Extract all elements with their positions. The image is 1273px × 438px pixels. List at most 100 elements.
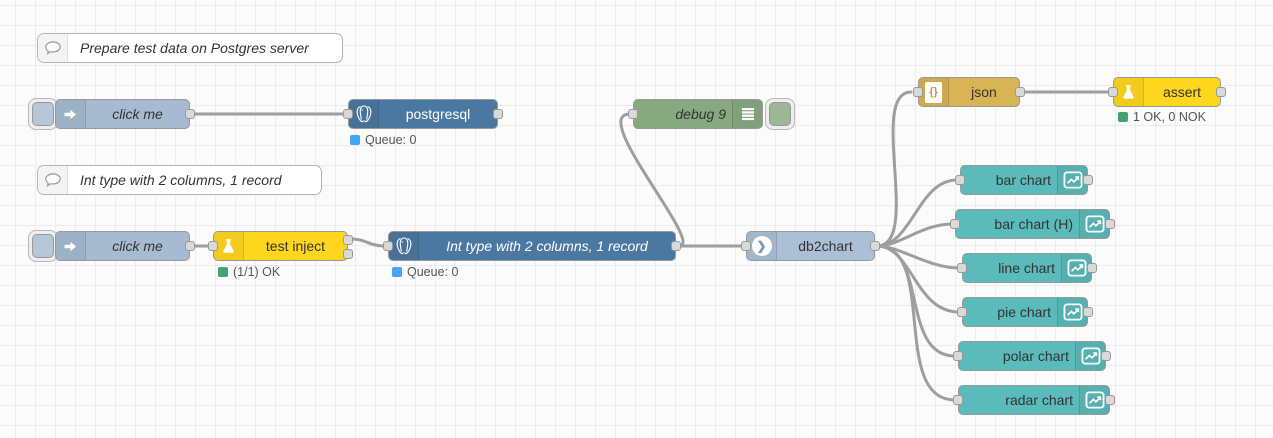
assert-node[interactable]: assert — [1108, 77, 1226, 107]
output-port[interactable] — [493, 109, 503, 119]
wire[interactable] — [619, 112, 685, 248]
input-port[interactable] — [955, 175, 965, 185]
input-port[interactable] — [953, 351, 963, 361]
comment-label: Int type with 2 columns, 1 record — [80, 172, 282, 188]
chevron-circle-right-icon: ❯ — [747, 232, 777, 260]
node-label: postgresql — [405, 106, 471, 122]
input-port[interactable] — [913, 87, 923, 97]
input-port[interactable] — [957, 263, 967, 273]
line-chart-icon — [1057, 166, 1087, 194]
output-port[interactable] — [1083, 175, 1093, 185]
inject-button[interactable] — [28, 230, 58, 262]
wire[interactable] — [875, 244, 961, 314]
node-label: json — [971, 84, 997, 100]
node-label: Int type with 2 columns, 1 record — [446, 238, 648, 254]
node-status: Queue: 0 — [392, 265, 458, 279]
comment-node-int-type[interactable]: Int type with 2 columns, 1 record — [37, 165, 322, 195]
arrow-right-icon — [56, 232, 86, 260]
bar-chart-node[interactable]: bar chart — [955, 165, 1093, 195]
polar-chart-node[interactable]: polar chart — [953, 341, 1111, 371]
input-port[interactable] — [957, 307, 967, 317]
input-port[interactable] — [950, 219, 960, 229]
chevron-right-glyph: ❯ — [756, 239, 767, 253]
inject-button[interactable] — [28, 98, 58, 130]
test-inject-node[interactable]: test inject — [208, 231, 353, 261]
node-label: radar chart — [1005, 392, 1073, 408]
postgres-elephant-icon — [389, 232, 419, 260]
input-port[interactable] — [953, 395, 963, 405]
line-chart-icon — [1075, 342, 1105, 370]
status-text: Queue: 0 — [407, 265, 459, 279]
wire[interactable] — [875, 178, 959, 248]
status-text: 1 OK, 0 NOK — [1133, 110, 1206, 124]
node-label: bar chart (H) — [994, 216, 1073, 232]
status-dot-blue — [392, 267, 402, 277]
debug-toggle-button[interactable] — [765, 98, 795, 130]
flask-icon — [214, 232, 244, 260]
status-text: (1/1) OK — [233, 265, 281, 279]
node-status: (1/1) OK — [218, 265, 280, 279]
output-port-2[interactable] — [343, 249, 353, 259]
wire[interactable] — [875, 90, 913, 248]
speech-bubble-icon — [38, 166, 68, 194]
flask-icon — [1114, 78, 1144, 106]
node-status: 1 OK, 0 NOK — [1118, 110, 1206, 124]
braces-glyph: {} — [929, 86, 938, 98]
debug-node[interactable]: debug 9 — [628, 99, 763, 129]
wire[interactable] — [875, 222, 954, 248]
comment-node-prepare[interactable]: Prepare test data on Postgres server — [37, 33, 343, 63]
comment-label: Prepare test data on Postgres server — [80, 40, 309, 56]
wire[interactable] — [875, 244, 961, 270]
output-port[interactable] — [1105, 219, 1115, 229]
postgresql-node-int-type[interactable]: Int type with 2 columns, 1 record — [383, 231, 681, 261]
line-chart-node[interactable]: line chart — [957, 253, 1097, 283]
node-status: Queue: 0 — [350, 133, 416, 147]
inject-node-2[interactable]: click me — [55, 231, 195, 261]
node-label: db2chart — [798, 238, 853, 254]
input-port[interactable] — [383, 241, 393, 251]
node-label: bar chart — [995, 172, 1051, 188]
wire[interactable] — [875, 244, 957, 402]
input-port[interactable] — [741, 241, 751, 251]
node-label: pie chart — [997, 304, 1051, 320]
output-port[interactable] — [1216, 87, 1226, 97]
line-chart-icon — [1079, 386, 1109, 414]
json-node[interactable]: {} json — [913, 77, 1025, 107]
json-braces-icon: {} — [919, 78, 949, 106]
output-port-1[interactable] — [343, 235, 353, 245]
inject-node-1[interactable]: click me — [55, 99, 195, 129]
node-label: line chart — [998, 260, 1055, 276]
output-port[interactable] — [1015, 87, 1025, 97]
list-icon — [732, 100, 762, 128]
db2chart-node[interactable]: ❯ db2chart — [741, 231, 880, 261]
output-port[interactable] — [185, 241, 195, 251]
wire[interactable] — [875, 244, 957, 358]
output-port[interactable] — [1105, 395, 1115, 405]
output-port[interactable] — [1083, 307, 1093, 317]
pie-chart-node[interactable]: pie chart — [957, 297, 1093, 327]
wire[interactable] — [349, 237, 387, 248]
input-port[interactable] — [1108, 87, 1118, 97]
output-port[interactable] — [185, 109, 195, 119]
status-text: Queue: 0 — [365, 133, 417, 147]
node-label: debug 9 — [675, 106, 726, 122]
line-chart-icon — [1057, 298, 1087, 326]
speech-bubble-icon — [38, 34, 68, 62]
node-label: test inject — [265, 238, 326, 254]
status-dot-green — [1118, 112, 1128, 122]
output-port[interactable] — [1101, 351, 1111, 361]
input-port[interactable] — [208, 241, 218, 251]
input-port[interactable] — [628, 109, 638, 119]
input-port[interactable] — [343, 109, 353, 119]
node-label: polar chart — [1002, 348, 1069, 364]
output-port[interactable] — [1087, 263, 1097, 273]
output-port[interactable] — [671, 241, 681, 251]
postgresql-node[interactable]: postgresql — [343, 99, 503, 129]
output-port[interactable] — [870, 241, 880, 251]
radar-chart-node[interactable]: radar chart — [953, 385, 1115, 415]
bar-chart-h-node[interactable]: bar chart (H) — [950, 209, 1115, 239]
node-label: assert — [1162, 84, 1202, 100]
arrow-right-icon — [56, 100, 86, 128]
status-dot-blue — [350, 135, 360, 145]
